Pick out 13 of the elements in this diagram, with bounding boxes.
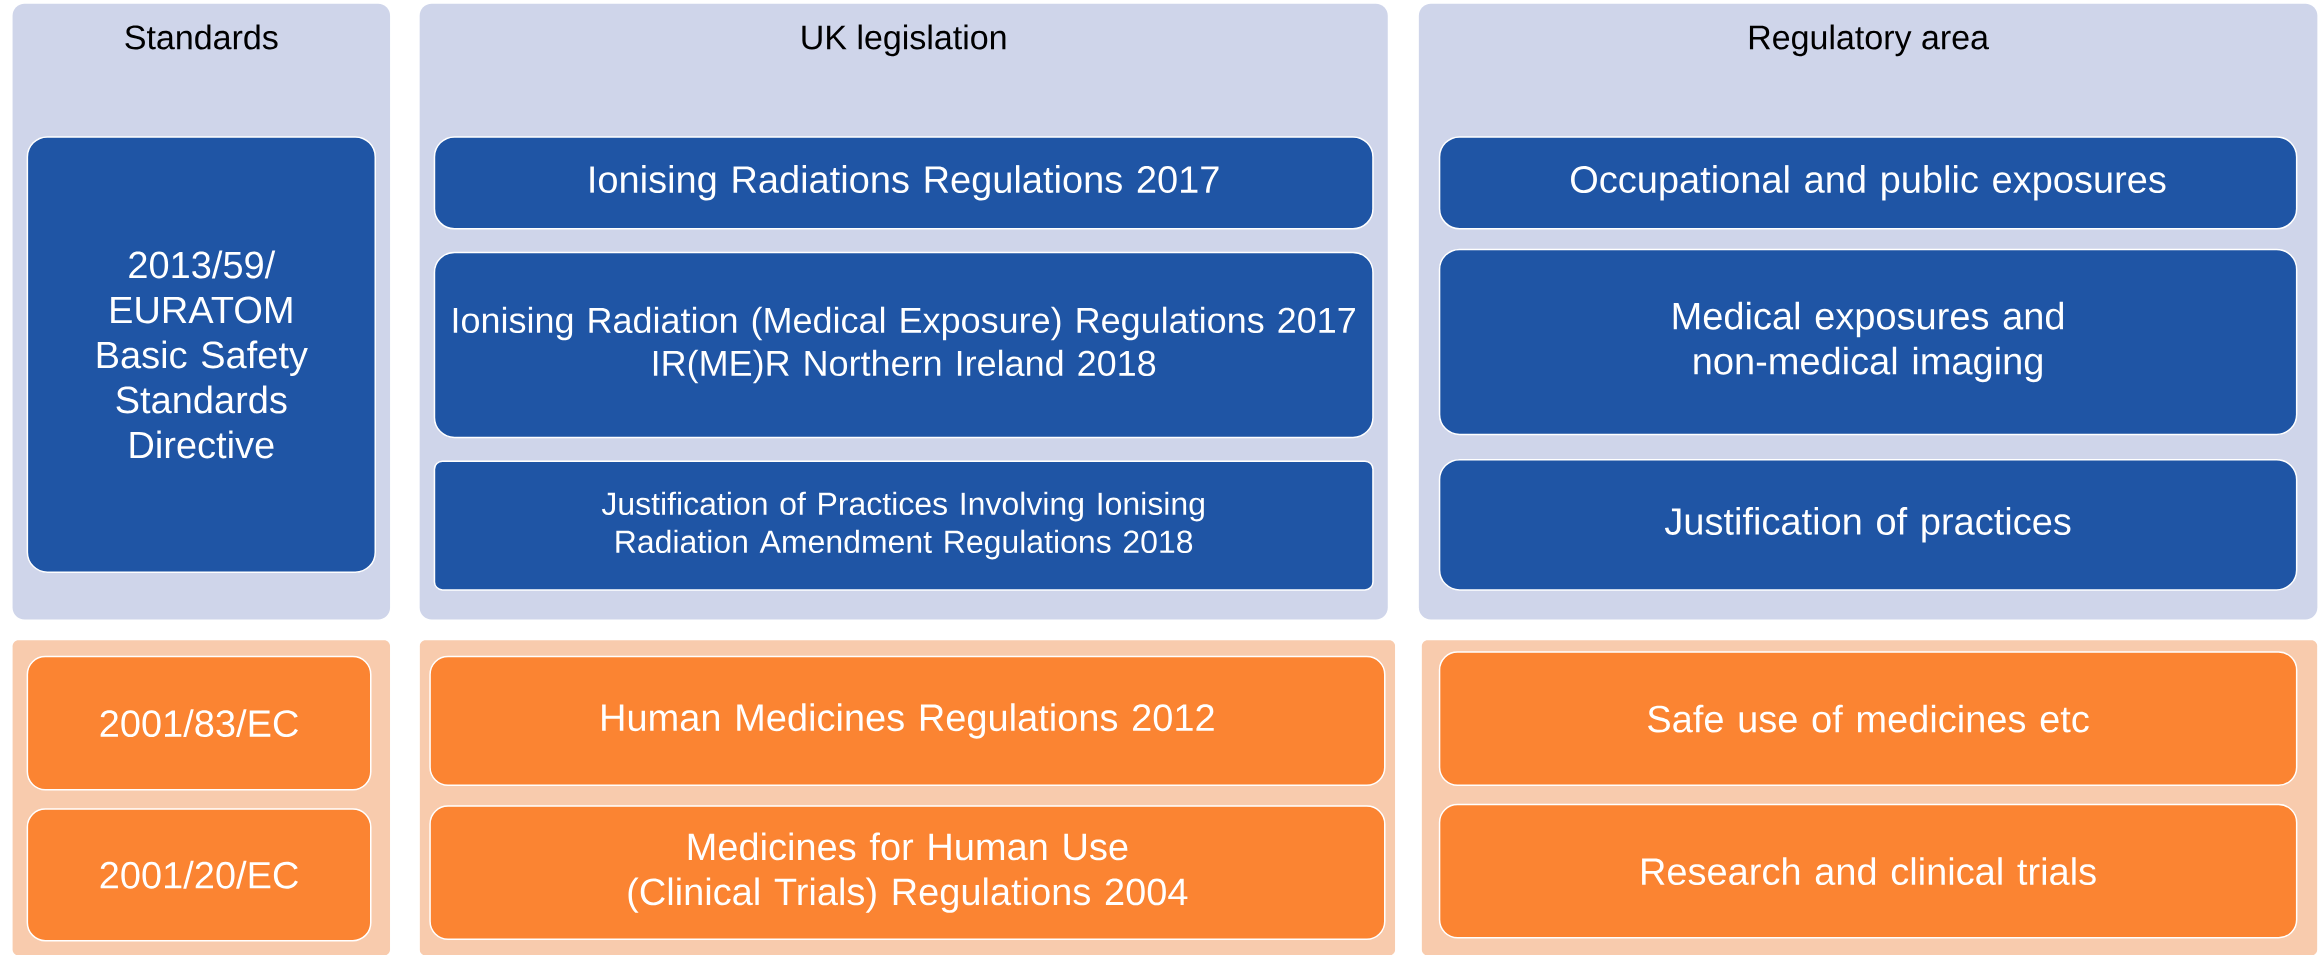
text-box: Research and clinical trials [1438,803,2298,939]
text-box: 2001/20/EC [26,808,372,942]
text-box: 2013/59/ EURATOM Basic Safety Standards Directive [26,136,376,573]
text-box: Safe use of medicines etc [1438,651,2298,786]
text-box: Medical exposures and non-medical imaging [1438,248,2298,436]
text-box: 2001/83/EC [26,655,372,791]
text-box: Ionising Radiations Regulations 2017 [433,136,1374,230]
text-box: Justification of practices [1438,458,2298,591]
text-box: Justification of Practices Involving Ionising Radiation Amendment Regulations 2018 [433,460,1374,591]
text-box: Human Medicines Regulations 2012 [429,655,1386,787]
text-box: Ionising Radiation (Medical Exposure) Regulations 2017 IR(ME)R Northern Ireland 2018 [433,251,1374,439]
text-box: Occupational and public exposures [1438,136,2298,230]
text-box: Medicines for Human Use (Clinical Trials) Regulations 2004 [429,805,1386,940]
